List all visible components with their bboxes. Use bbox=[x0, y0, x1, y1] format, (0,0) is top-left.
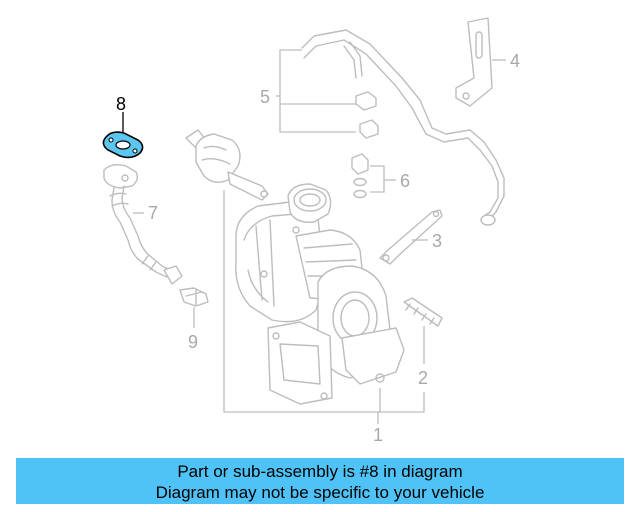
part-8-gasket[interactable] bbox=[102, 112, 144, 159]
callout-9: 9 bbox=[188, 332, 198, 352]
parts-diagram: 8 7 9 bbox=[102, 17, 520, 445]
banner-line-part: Part or sub-assembly is #8 in diagram bbox=[177, 462, 463, 481]
part-1-turbocharger bbox=[235, 183, 405, 405]
callout-5: 5 bbox=[260, 87, 270, 107]
callout-2: 2 bbox=[418, 368, 428, 388]
callout-1: 1 bbox=[373, 425, 383, 445]
part-4-mount-bracket bbox=[455, 17, 493, 107]
part-6-union-fitting bbox=[351, 153, 369, 199]
callout-6: 6 bbox=[400, 171, 410, 191]
callout-7: 7 bbox=[148, 203, 158, 223]
wastegate-actuator bbox=[185, 129, 269, 201]
part-7-oil-pipe bbox=[103, 163, 183, 285]
part-9-union-bolt bbox=[179, 287, 209, 307]
callout-8: 8 bbox=[116, 94, 126, 114]
callout-4: 4 bbox=[510, 51, 520, 71]
banner-line-disclaimer: Diagram may not be specific to your vehi… bbox=[155, 483, 485, 502]
callout-3: 3 bbox=[432, 231, 442, 251]
part-3-bracket bbox=[379, 209, 443, 265]
info-banner: Part or sub-assembly is #8 in diagram Di… bbox=[16, 458, 624, 504]
part-2-stud bbox=[403, 297, 443, 327]
part-5-pipe bbox=[301, 29, 505, 226]
